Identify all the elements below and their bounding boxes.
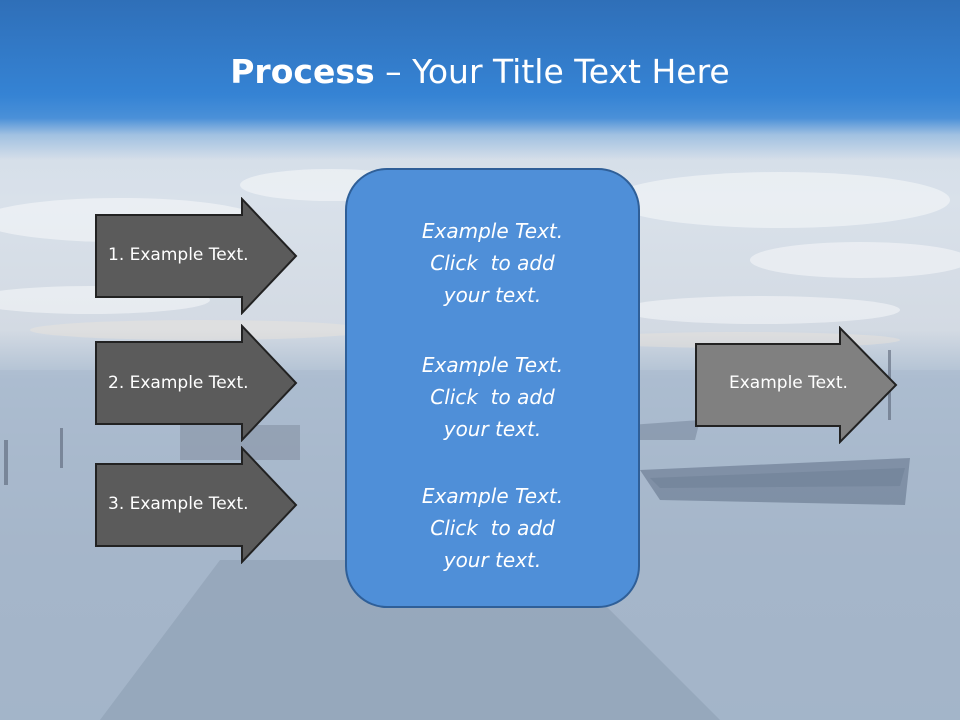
left-arrow-2[interactable] (94, 324, 300, 442)
right-arrow-label: Example Text. (729, 373, 848, 393)
center-paragraph-2: Example Text. Click to add your text. (347, 349, 638, 445)
left-arrow-1-label: 1. Example Text. (108, 245, 249, 265)
title-rest-text: – Your Title Text Here (374, 52, 730, 91)
center-paragraph-3-line3: your text. (443, 548, 542, 572)
center-paragraph-3: Example Text. Click to add your text. (347, 480, 638, 576)
slide-title[interactable]: Process – Your Title Text Here (0, 52, 960, 91)
center-paragraph-1-line1: Example Text. (421, 219, 564, 243)
center-paragraph-3-line1: Example Text. (421, 484, 564, 508)
center-paragraph-2-line1: Example Text. (421, 353, 564, 377)
center-paragraph-2-line3: your text. (443, 417, 542, 441)
left-arrow-2-label: 2. Example Text. (108, 373, 249, 393)
header-banner (0, 0, 960, 160)
center-paragraph-1-line3: your text. (443, 283, 542, 307)
center-paragraph-3-line2: Click to add (430, 516, 555, 540)
center-paragraph-1-line2: Click to add (430, 251, 555, 275)
center-paragraph-2-line2: Click to add (430, 385, 555, 409)
right-arrow[interactable] (694, 326, 900, 444)
title-bold-text: Process (230, 52, 375, 91)
center-paragraph-1: Example Text. Click to add your text. (347, 215, 638, 311)
center-text-box[interactable]: Example Text. Click to add your text. Ex… (345, 168, 640, 608)
left-arrow-3[interactable] (94, 446, 300, 564)
left-arrow-3-label: 3. Example Text. (108, 494, 249, 514)
left-arrow-1[interactable] (94, 197, 300, 315)
